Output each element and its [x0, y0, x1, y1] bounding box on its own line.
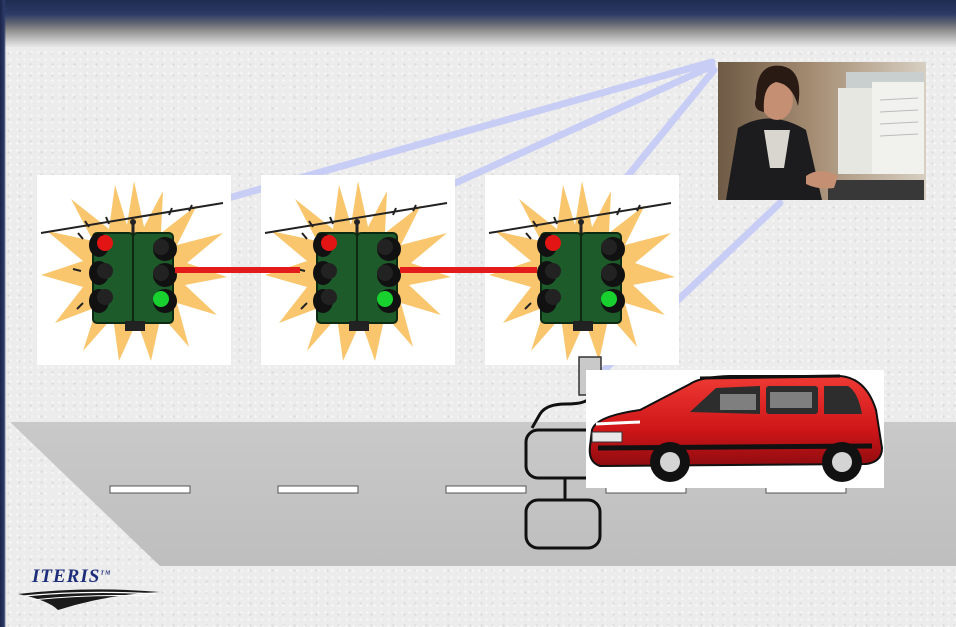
iteris-logo: ITERISTM: [18, 566, 163, 614]
minivan-icon: [586, 370, 884, 488]
operator-photo: [718, 62, 926, 200]
logo-trademark: TM: [100, 571, 111, 577]
logo-swoosh-icon: [18, 584, 163, 614]
